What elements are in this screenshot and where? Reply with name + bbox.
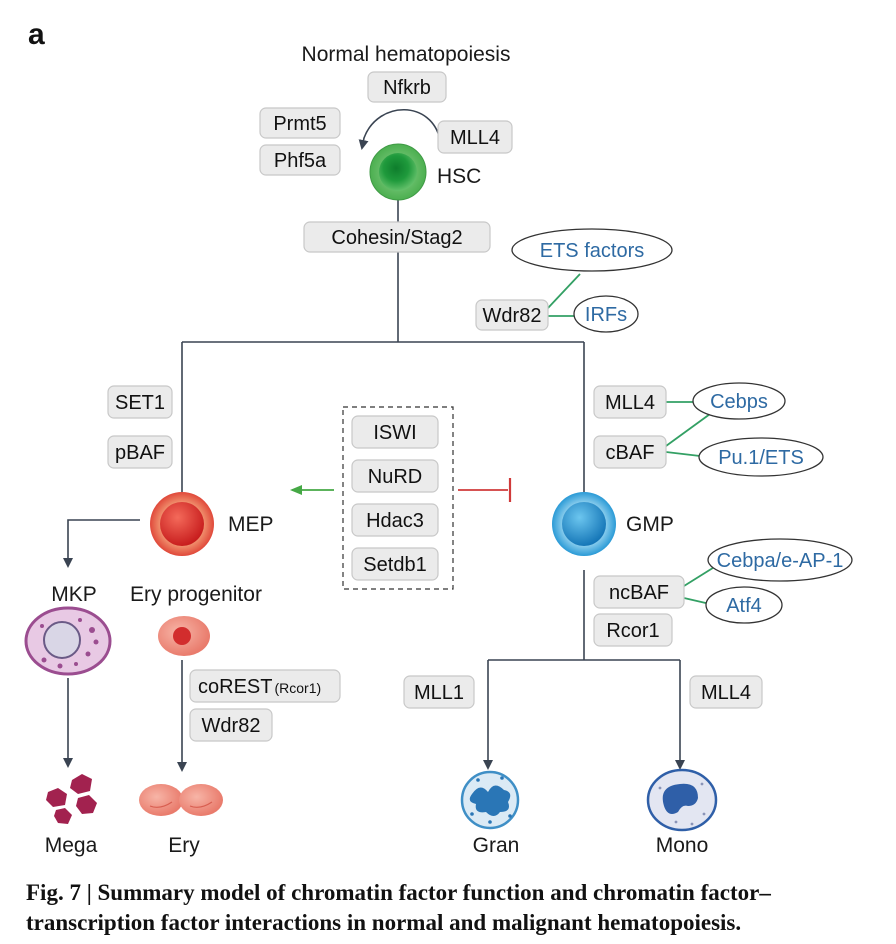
cbaf-pu1-link — [665, 451, 701, 457]
prmt5-label: Prmt5 — [273, 113, 326, 135]
irfs-ellipse: IRFs — [573, 295, 639, 333]
gran-label: Gran — [473, 834, 520, 857]
rcor1-label: Rcor1 — [606, 620, 659, 642]
mono-label: Mono — [656, 834, 709, 857]
corest-main: coREST — [198, 676, 272, 698]
ery-cell-icon — [139, 784, 223, 816]
mll4-hsc-label: MLL4 — [450, 127, 500, 149]
nfkrb-box: Nfkrb — [367, 71, 447, 103]
pbaf-box: pBAF — [107, 435, 173, 469]
hsc-cell-icon — [369, 143, 427, 201]
ery-label: Ery — [168, 834, 200, 857]
self-renewal-arrow — [358, 108, 441, 150]
gmp-cell-icon — [552, 492, 616, 556]
cbaf-box: cBAF — [593, 435, 667, 469]
hdac3-box: Hdac3 — [351, 503, 439, 537]
setdb1-box: Setdb1 — [351, 547, 439, 581]
atf4-ellipse: Atf4 — [705, 586, 783, 624]
pbaf-label: pBAF — [115, 442, 165, 464]
corest-box: coREST(Rcor1) — [189, 669, 341, 703]
rcor1-box: Rcor1 — [593, 613, 673, 647]
ery-progenitor-cell-icon — [158, 616, 210, 656]
ets-factors-ellipse: ETS factors — [511, 228, 673, 272]
mega-label: Mega — [45, 834, 98, 857]
setdb1-label: Setdb1 — [363, 554, 426, 576]
mll4-gmp-box: MLL4 — [593, 385, 667, 419]
pu1-ellipse: Pu.1/ETS — [698, 437, 824, 477]
mll1-label: MLL1 — [414, 682, 464, 704]
hdac3-label: Hdac3 — [366, 510, 424, 532]
ery-progenitor-label: Ery progenitor — [130, 583, 262, 606]
iswi-box: ISWI — [351, 415, 439, 449]
cbaf-cebps-link — [665, 413, 711, 447]
gran-cell-icon — [460, 770, 520, 830]
mll1-box: MLL1 — [403, 675, 475, 709]
pu1-label: Pu.1/ETS — [718, 447, 804, 469]
wdr82-ery-box: Wdr82 — [189, 708, 273, 742]
mep-cell-icon — [150, 492, 214, 556]
figure-caption: Fig. 7 | Summary model of chromatin fact… — [26, 880, 771, 935]
mono-cell-icon — [646, 768, 718, 832]
mkp-cell-icon — [24, 606, 112, 676]
corest-label: coREST(Rcor1) — [198, 676, 321, 698]
phf5a-label: Phf5a — [274, 150, 327, 172]
ncbaf-box: ncBAF — [593, 575, 685, 609]
set1-box: SET1 — [107, 385, 173, 419]
mkp-label: MKP — [51, 583, 97, 606]
mega-cell-icon — [46, 774, 97, 824]
cebpa-ellipse: Cebpa/e-AP-1 — [707, 538, 853, 582]
cebps-ellipse: Cebps — [692, 382, 786, 420]
wdr82-top-box: Wdr82 — [475, 299, 549, 331]
atf4-label: Atf4 — [726, 595, 762, 617]
nurd-label: NuRD — [368, 466, 422, 488]
nurd-box: NuRD — [351, 459, 439, 493]
cohesin-label: Cohesin/Stag2 — [331, 227, 462, 249]
ets-factors-label: ETS factors — [540, 240, 644, 262]
prmt5-box: Prmt5 — [259, 107, 341, 139]
mll4-gmp-label: MLL4 — [605, 392, 655, 414]
gmp-label: GMP — [626, 513, 674, 536]
wdr82-ery-label: Wdr82 — [202, 715, 261, 737]
cohesin-box: Cohesin/Stag2 — [303, 221, 491, 253]
corest-sub: (Rcor1) — [274, 680, 321, 696]
ncbaf-cebpa-link — [683, 565, 717, 587]
cebpa-label: Cebpa/e-AP-1 — [717, 550, 844, 572]
set1-label: SET1 — [115, 392, 165, 414]
hsc-label: HSC — [437, 165, 481, 188]
mep-label: MEP — [228, 513, 274, 536]
remodeler-complex-box — [342, 406, 454, 590]
cbaf-label: cBAF — [606, 442, 655, 464]
nfkrb-label: Nfkrb — [383, 77, 431, 99]
mll4-mono-box: MLL4 — [689, 675, 763, 709]
mll4-mono-label: MLL4 — [701, 682, 751, 704]
mep-to-mkp-arrow — [63, 519, 140, 568]
wdr82-top-label: Wdr82 — [483, 305, 542, 327]
phf5a-box: Phf5a — [259, 144, 341, 176]
cebps-label: Cebps — [710, 391, 768, 413]
irfs-label: IRFs — [585, 304, 627, 326]
panel-letter: a — [28, 18, 45, 51]
ncbaf-label: ncBAF — [609, 582, 669, 604]
iswi-label: ISWI — [373, 422, 416, 444]
mll4-hsc-box: MLL4 — [437, 120, 513, 154]
wdr82-ets-link — [547, 273, 581, 309]
diagram-title: Normal hematopoiesis — [302, 43, 511, 66]
